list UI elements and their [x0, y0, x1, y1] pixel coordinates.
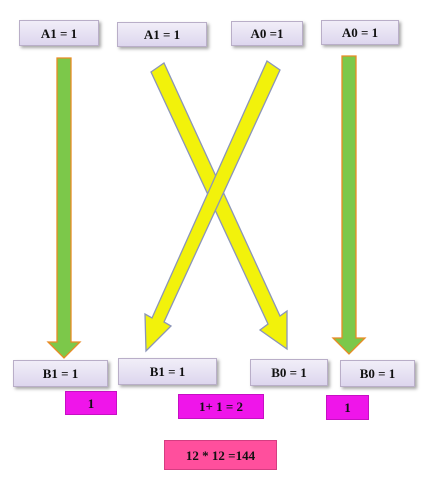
a0-right-box: A0 = 1: [321, 20, 399, 45]
b1-left-box: B1 = 1: [13, 360, 108, 387]
b1-left-label: B1 = 1: [42, 366, 79, 381]
yellow-diagonal-arrow-to-b1-icon: [144, 60, 281, 353]
result-right-label: 1: [344, 400, 351, 415]
a1-left-label: A1 = 1: [40, 25, 78, 41]
a0-left-box: A0 =1: [231, 21, 303, 46]
b1-right-label: B1 = 1: [149, 364, 186, 379]
b0-right-label: B0 = 1: [359, 366, 396, 381]
green-down-arrow-right-icon: [331, 55, 367, 355]
a1-right-label: A1 = 1: [143, 27, 181, 42]
b0-left-box: B0 = 1: [250, 359, 328, 386]
a0-right-label: A0 = 1: [341, 25, 379, 40]
green-down-arrow-left-icon: [46, 57, 82, 359]
b0-right-box: B0 = 1: [340, 360, 415, 387]
b1-right-box: B1 = 1: [118, 358, 217, 385]
a1-right-box: A1 = 1: [117, 22, 207, 47]
result-left-label: 1: [87, 395, 95, 411]
final-result-box: 12 * 12 =144: [164, 440, 277, 470]
a1-left-box: A1 = 1: [19, 20, 99, 46]
a0-left-label: A0 =1: [250, 26, 284, 41]
result-middle-box: 1+ 1 = 2: [178, 394, 264, 419]
yellow-diagonal-arrow-to-b0-icon: [150, 62, 288, 351]
result-right-box: 1: [326, 395, 369, 420]
b0-left-label: B0 = 1: [271, 365, 307, 380]
result-left-box: 1: [65, 391, 117, 415]
final-result-label: 12 * 12 =144: [185, 447, 256, 463]
result-middle-label: 1+ 1 = 2: [198, 399, 244, 414]
